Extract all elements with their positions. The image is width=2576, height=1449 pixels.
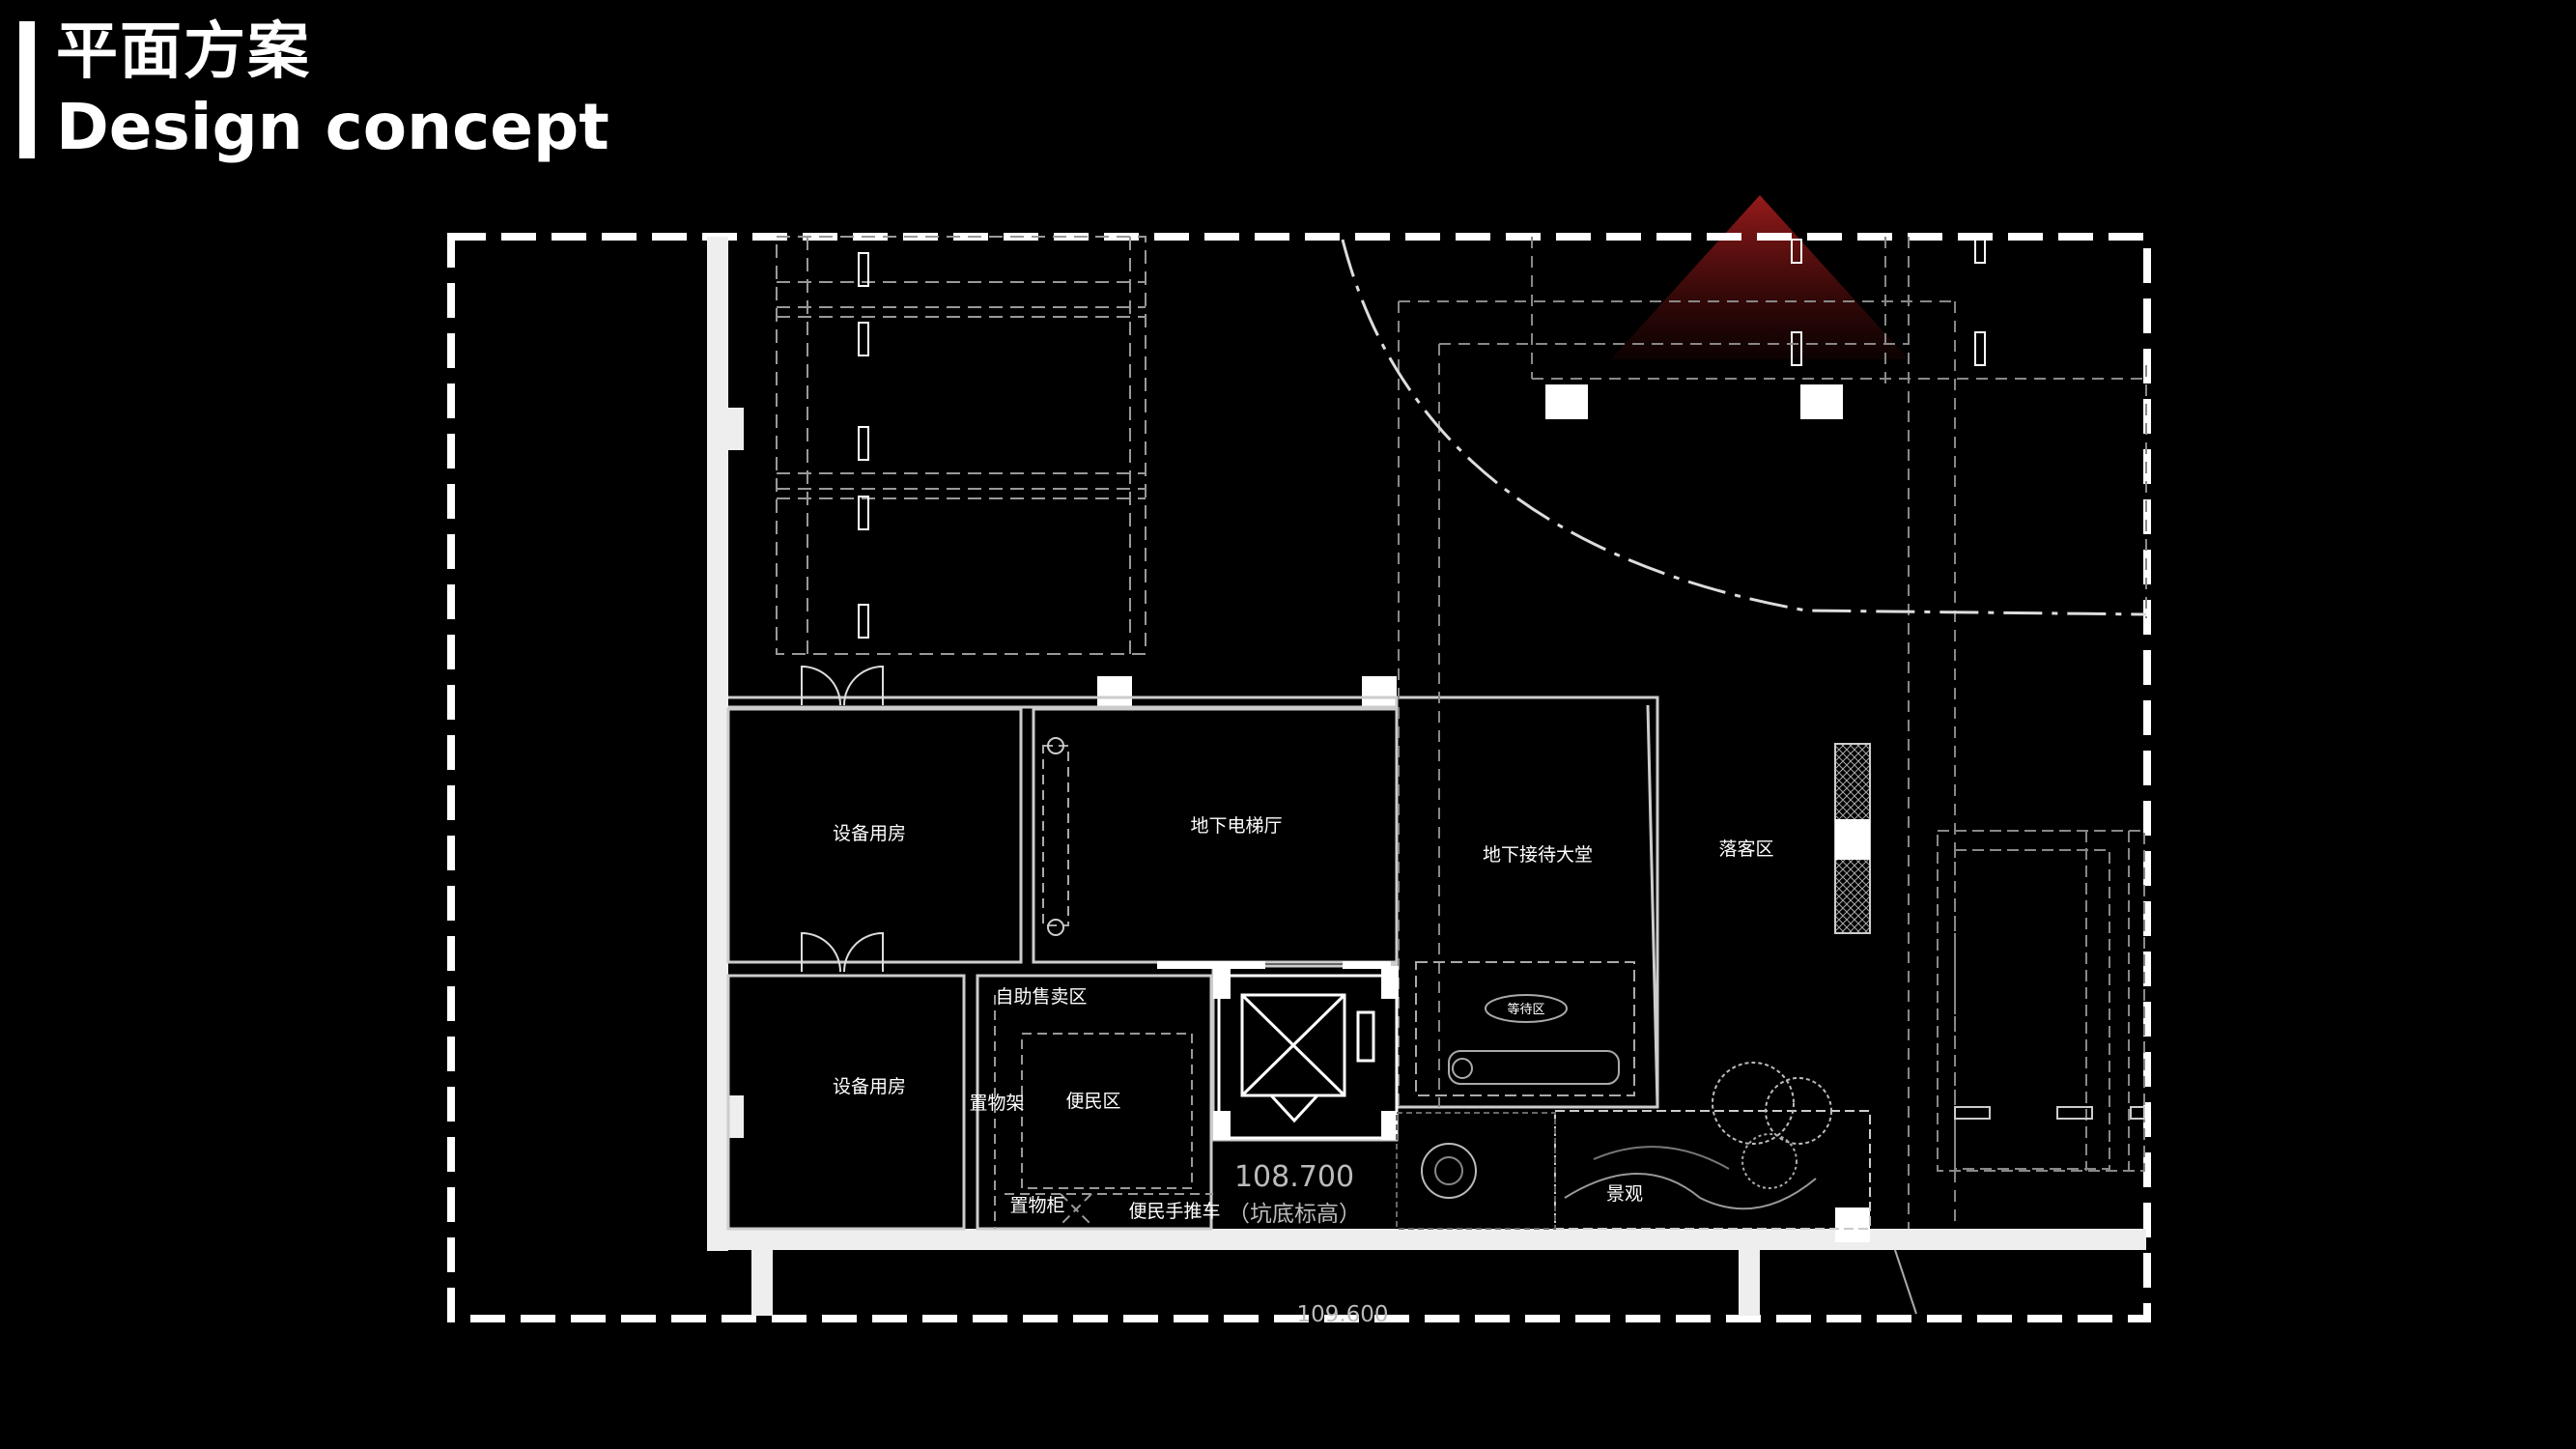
upper-right-structure	[1398, 237, 2147, 1229]
room-equipment-2: 设备用房	[833, 1076, 906, 1097]
pit-elevation: 108.700	[1234, 1160, 1354, 1194]
diagonal-line	[1894, 1249, 1917, 1315]
bottom-elevation: 109.600	[1296, 1302, 1388, 1327]
view-cone	[1611, 195, 1909, 359]
room-convenience: 便民区	[1065, 1091, 1120, 1112]
label-trolley: 便民手推车	[1128, 1201, 1220, 1222]
room-equipment-1: 设备用房	[833, 823, 906, 844]
doors	[801, 665, 884, 973]
elevator-hall-details	[1042, 745, 1069, 926]
structural-walls	[707, 237, 2146, 1316]
room-reception-lobby: 地下接待大堂	[1483, 844, 1593, 866]
site-boundary	[447, 233, 2151, 1322]
label-landscape: 景观	[1606, 1183, 1643, 1205]
right-structure	[1937, 830, 2145, 1172]
hall-lamps	[1047, 737, 1064, 936]
upper-room-markers	[858, 239, 1986, 639]
title-accent-bar	[19, 21, 35, 158]
label-waiting-area: 等待区	[1507, 1002, 1544, 1017]
room-elevator-hall: 地下电梯厅	[1190, 815, 1282, 837]
upper-rooms	[776, 236, 1146, 655]
right-structure-markers	[1954, 1106, 2145, 1120]
dropoff-pillar	[1834, 743, 1871, 934]
landscape-area	[1396, 1062, 1871, 1230]
waiting-area-details	[1415, 961, 1635, 1096]
pit-elevation-label: （坑底标高）	[1228, 1202, 1361, 1227]
elevator-frame	[1157, 961, 1399, 1140]
elevator-shaft	[1217, 974, 1399, 1140]
label-cabinet: 置物柜	[1009, 1195, 1064, 1216]
page-title-cn: 平面方案	[56, 16, 311, 88]
room-self-service: 自助售卖区	[995, 986, 1087, 1008]
label-shelf: 置物架	[969, 1093, 1024, 1114]
room-dropoff-area: 落客区	[1718, 838, 1773, 860]
page-title-en: Design concept	[56, 90, 609, 164]
convenience-details	[994, 995, 1213, 1229]
curved-canopy-edge	[1341, 239, 2147, 616]
